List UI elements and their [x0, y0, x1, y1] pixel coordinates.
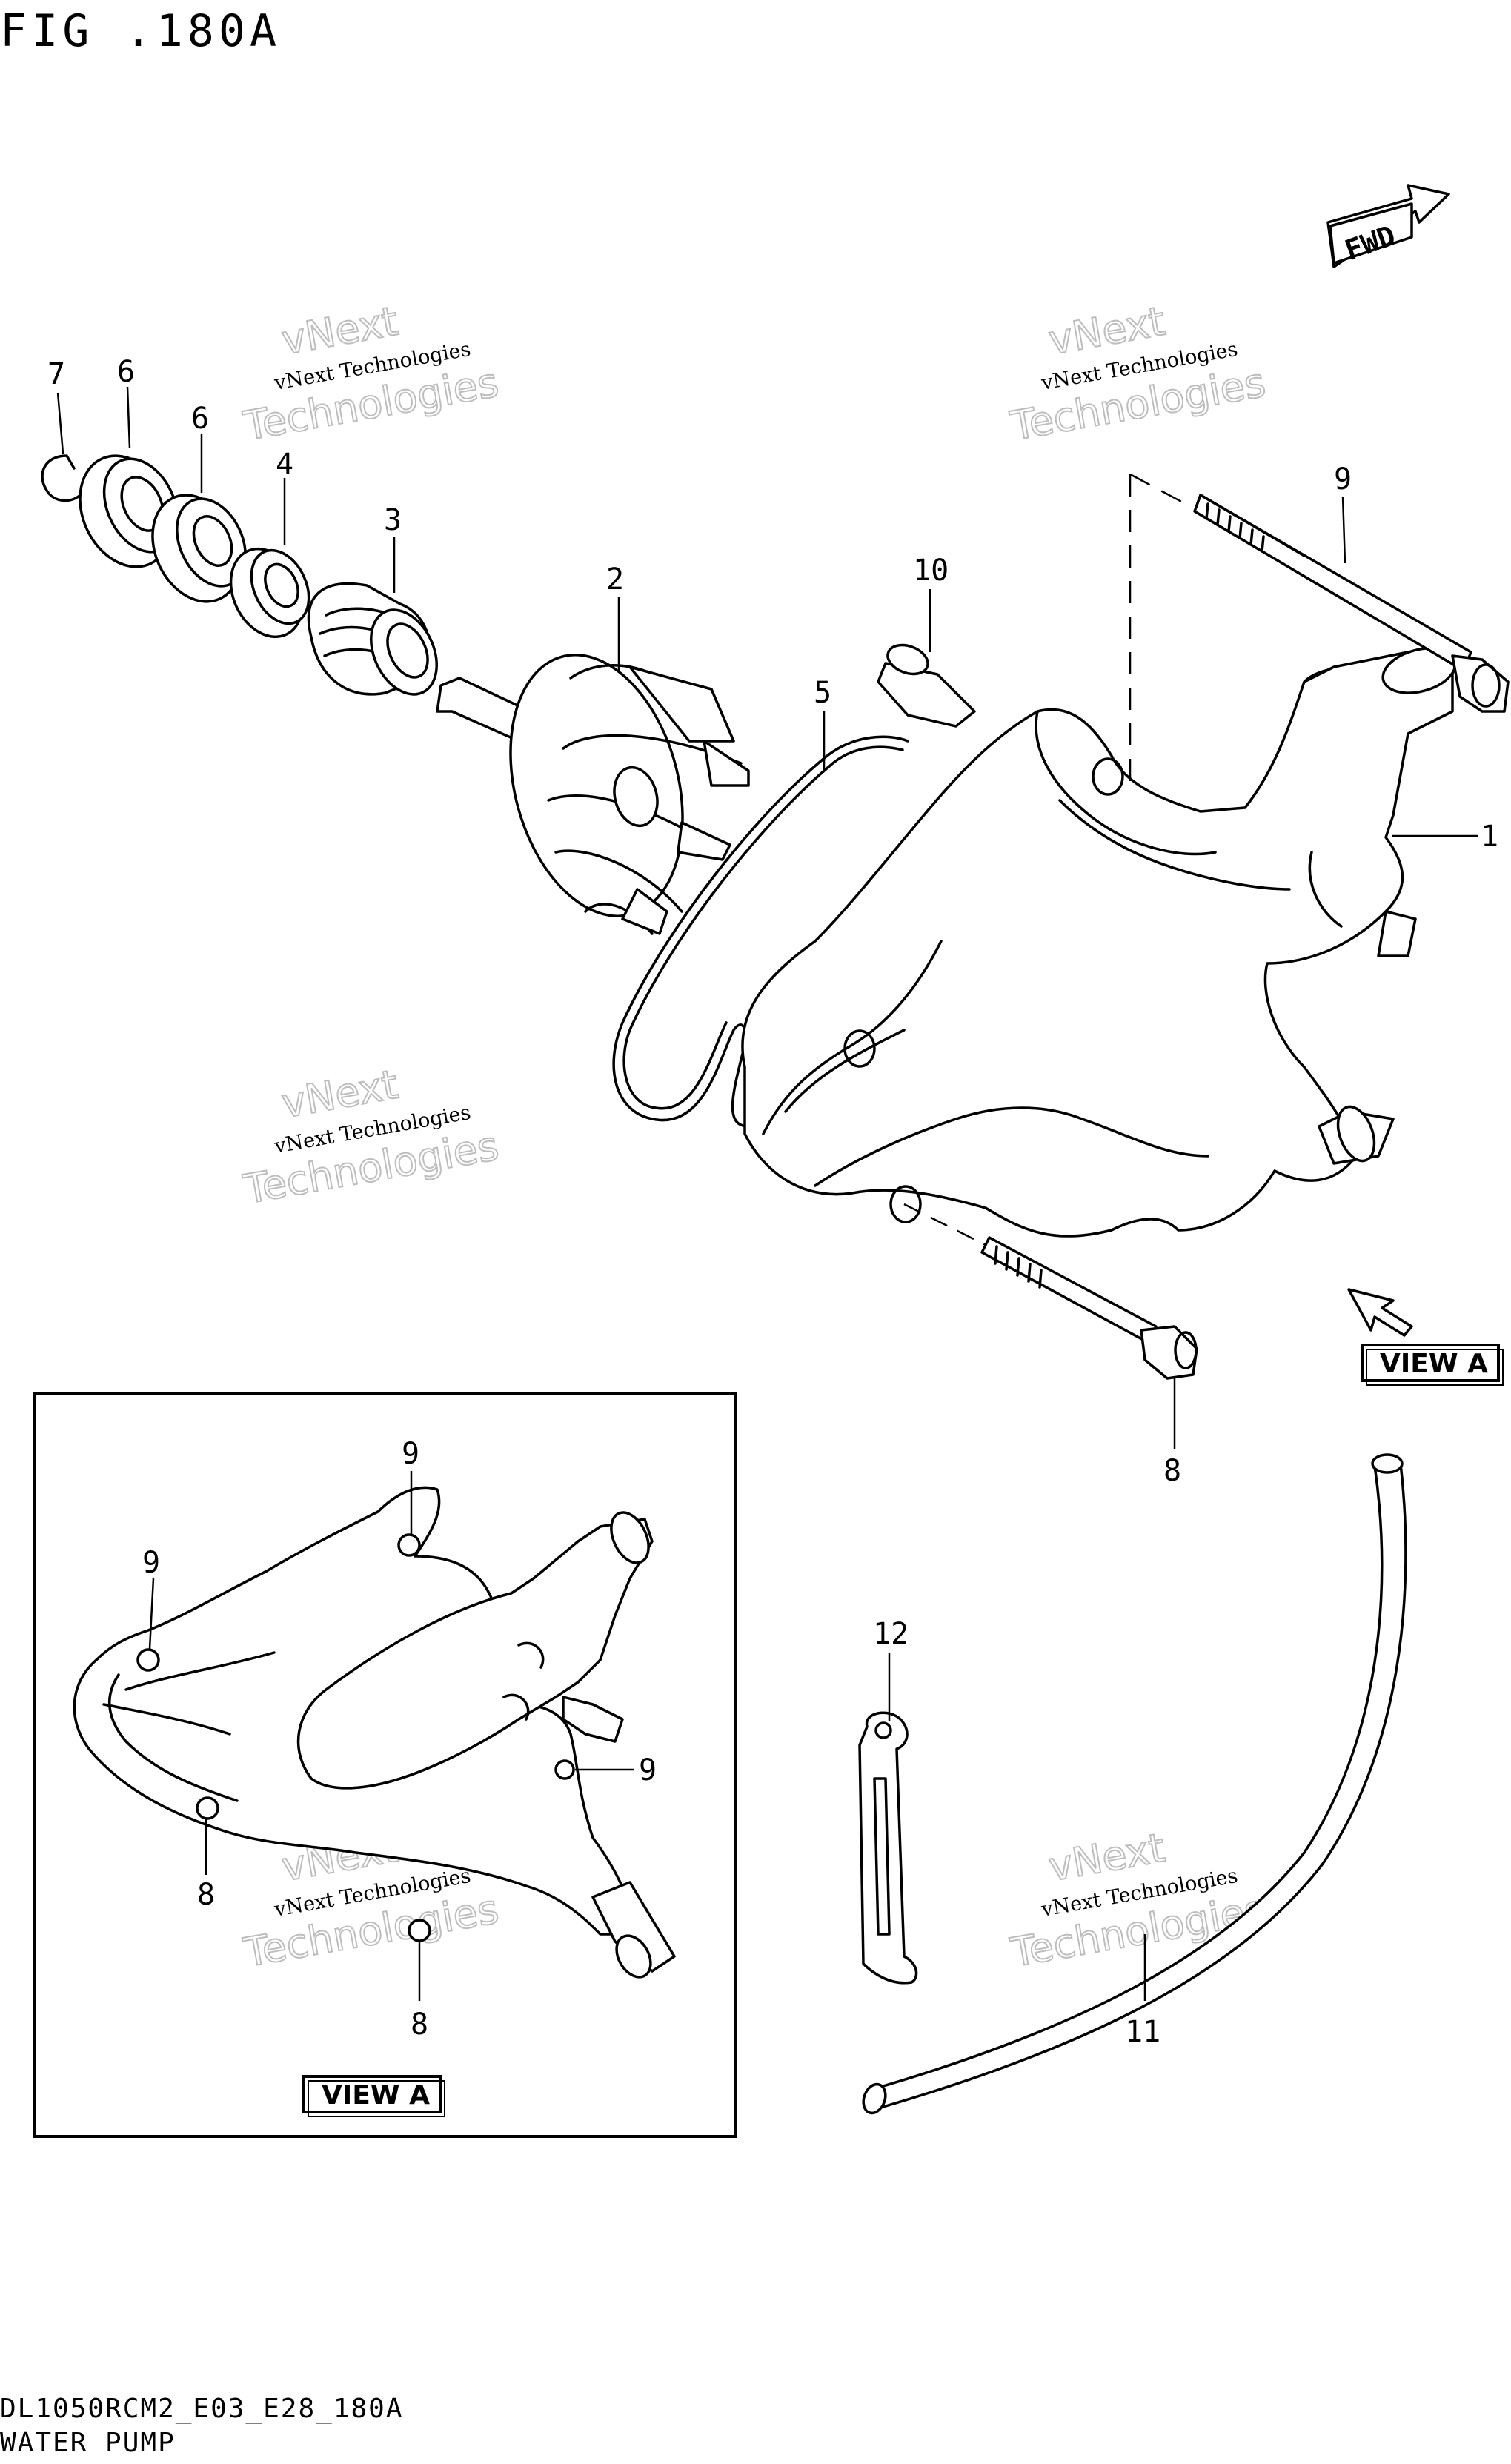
pump-cover-part-1: 1 — [741, 647, 1498, 1238]
callout-inset-9-left: 9 — [142, 1546, 160, 1580]
callout-6-inner: 6 — [191, 402, 209, 436]
bolt-part-8: 8 — [903, 1203, 1198, 1488]
mechanical-seal-part-3: 3 — [307, 503, 438, 696]
callout-12: 12 — [873, 1617, 909, 1651]
oil-seal-part-4: 4 — [229, 448, 310, 639]
callout-11: 11 — [1125, 2015, 1160, 2049]
bearing-part-6-inner: 6 — [151, 402, 247, 603]
bolt-hole-8-bottom — [408, 1919, 431, 1942]
view-a-box-main: VIEW A — [1361, 1344, 1504, 1386]
bolt-hole-9-right — [554, 1759, 575, 1780]
view-a-arrow — [1347, 1288, 1413, 1337]
watermark-top-right: vNext vNext Technologies Technologies — [1006, 297, 1270, 451]
callout-1: 1 — [1481, 820, 1498, 854]
bolt-hole-9-left — [136, 1648, 160, 1672]
view-a-label-main: VIEW A — [1380, 1349, 1488, 1379]
watermark-top-left: vNext vNext Technologies Technologies — [239, 297, 503, 451]
dowel-pin-part-10: 10 — [877, 554, 976, 728]
callout-inset-9-top: 9 — [402, 1437, 419, 1471]
section-title: WATER PUMP — [0, 2428, 176, 2458]
circlip-part-7: 7 — [41, 357, 84, 502]
clamp-part-12: 12 — [858, 1617, 918, 1985]
callout-10: 10 — [913, 554, 949, 588]
bolt-part-9: 9 — [1129, 462, 1510, 793]
bolt-hole-8-left — [196, 1796, 219, 1820]
bolt-hole-9-top — [397, 1533, 421, 1557]
callout-6-outer: 6 — [117, 355, 135, 389]
callout-inset-9-right: 9 — [639, 1753, 657, 1787]
callout-9: 9 — [1334, 462, 1352, 497]
figure-title: FIG .180A — [0, 5, 281, 57]
fwd-direction-arrow: FWD — [1326, 184, 1450, 268]
watermark-mid-left: vNext vNext Technologies Technologies — [239, 1060, 503, 1214]
callout-3: 3 — [384, 503, 402, 537]
callout-2: 2 — [606, 562, 624, 597]
model-code: DL1050RCM2_E03_E28_180A — [0, 2394, 404, 2424]
callout-inset-8-bottom: 8 — [411, 2008, 428, 2042]
callout-7: 7 — [47, 357, 65, 391]
view-a-inset: 9 9 9 8 8 VIEW A — [33, 1392, 737, 2138]
callout-5: 5 — [814, 676, 831, 710]
view-a-label-inset: VIEW A — [322, 2080, 430, 2111]
callout-4: 4 — [276, 448, 293, 482]
callout-inset-8-left: 8 — [197, 1878, 215, 1912]
impeller-part-2: 2 — [436, 562, 750, 935]
hose-part-11: 11 — [862, 1453, 1407, 2115]
callout-8: 8 — [1163, 1454, 1181, 1488]
